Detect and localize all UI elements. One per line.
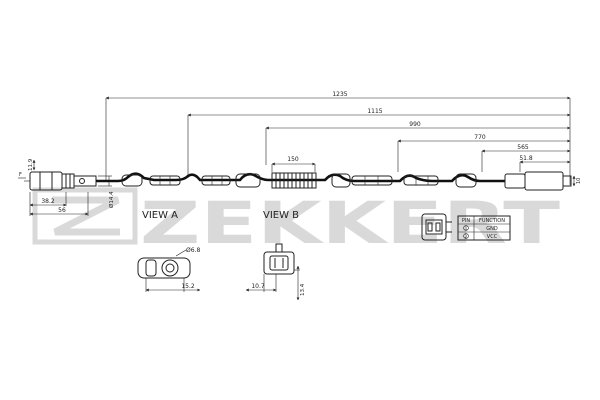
view-b-drawing: 10.7 13.4 <box>245 243 306 301</box>
brand-watermark: ZEKKERT <box>32 187 561 257</box>
table-function-2: VCC <box>487 234 498 240</box>
dim-label-dia6-8: Ø6.8 <box>186 247 200 254</box>
view-a-drawing: Ø6.8 15.2 <box>137 247 200 292</box>
dim-label-13-4: 13.4 <box>300 283 306 296</box>
view-a-label: VIEW A <box>142 210 178 221</box>
dim-label-11-9: 11.9 <box>28 158 34 171</box>
brand-watermark-text: ZEKKERT <box>140 189 561 257</box>
dim-label-150: 150 <box>287 156 299 163</box>
dim-label-15-2: 15.2 <box>181 283 195 290</box>
sensor-cable <box>96 172 505 183</box>
dim-label-38-2: 38.2 <box>41 198 55 205</box>
sensor-connector: 10 <box>504 171 582 191</box>
sensor-head: F <box>18 171 97 191</box>
head-dimensions: 11.9 38.2 56 Ø14.4 <box>28 158 115 216</box>
table-header-pin: PIN <box>462 218 470 224</box>
pin-function-table: PIN FUNCTION 1 GND 2 VCC <box>457 215 511 241</box>
dim-label-990: 990 <box>409 121 421 128</box>
dim-label-770: 770 <box>474 134 486 141</box>
view-b-label: VIEW B <box>263 210 299 221</box>
dim-label-56: 56 <box>58 207 66 214</box>
table-header-function: FUNCTION <box>479 218 505 224</box>
dim-label-10-7: 10.7 <box>251 283 265 290</box>
dim-label-1115: 1115 <box>367 108 382 115</box>
cable-grommets <box>121 173 477 188</box>
dim-label-1235: 1235 <box>332 91 347 98</box>
brand-logo-z <box>52 196 120 236</box>
table-function-1: GND <box>486 226 498 232</box>
brand-logo-box <box>32 187 138 245</box>
table-pin-1: 1 <box>465 226 468 231</box>
dim-label-10: 10 <box>576 178 582 184</box>
length-dimensions: 1235 1115 990 770 565 51.8 150 <box>105 91 571 185</box>
spiral-protector <box>271 172 317 189</box>
small-label-f: F <box>19 172 22 178</box>
connector-pin-view <box>421 213 452 241</box>
dim-label-565: 565 <box>517 144 529 151</box>
dim-label-51-8: 51.8 <box>519 155 533 162</box>
table-pin-2: 2 <box>465 234 468 239</box>
dim-label-dia14-4: Ø14.4 <box>108 191 115 208</box>
